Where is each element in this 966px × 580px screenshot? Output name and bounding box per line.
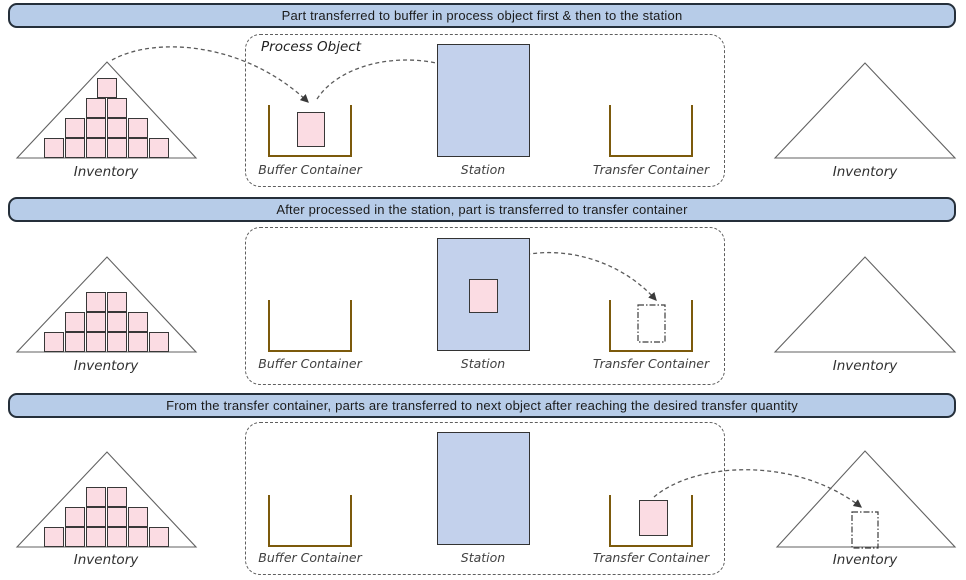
step3-banner-text: From the transfer container, parts are t… [166,398,798,413]
step1-part-in-buffer [297,112,325,147]
step1-process-object-frame [245,34,725,187]
part-box [44,527,64,547]
part-box [149,527,169,547]
step1-buffer-label: Buffer Container [258,162,362,177]
part-box [86,312,106,332]
ghost-part-outline-inventory [851,511,879,549]
step2-left-inventory-label: Inventory [73,358,139,374]
part-box [65,138,85,158]
inventory-part-row [65,118,148,138]
step2-right-inventory-label: Inventory [832,358,898,374]
part-box [86,292,106,312]
step3-transfer-label: Transfer Container [592,550,710,565]
step2-banner: After processed in the station, part is … [8,197,956,222]
step3-station-label: Station [460,550,506,565]
step3-station [437,432,530,545]
inventory-part-row [65,507,148,527]
step3-transfer-container [609,495,693,547]
step1-transfer-container [609,105,693,157]
part-box [107,118,127,138]
step3-right-inventory-label: Inventory [832,552,898,568]
inventory-triangle [773,256,957,353]
part-box [107,98,127,118]
part-box [107,527,127,547]
step2-transfer-container [609,300,693,352]
inventory-part-row [86,292,127,312]
inventory-triangle [773,62,957,159]
part-box [107,292,127,312]
step2-buffer-container [268,300,352,352]
inventory-part-row [44,527,169,547]
part-box [128,138,148,158]
step1-right-inventory-label: Inventory [832,164,898,180]
part-box [86,507,106,527]
step1-station [437,44,530,157]
part-box [44,332,64,352]
part-box [86,487,106,507]
step3-part-in-transfer [639,500,668,536]
step2-station-label: Station [460,356,506,371]
step2-left-inventory-stack [17,291,196,352]
part-box [86,527,106,547]
part-box [149,332,169,352]
inventory-part-row [96,78,117,98]
part-box [128,332,148,352]
step2-buffer-label: Buffer Container [258,356,362,371]
step1-process-object-label: Process Object [261,39,362,55]
inventory-part-row [65,312,148,332]
part-box [107,507,127,527]
step3-banner: From the transfer container, parts are t… [8,393,956,418]
step1-station-label: Station [460,162,506,177]
step3-left-inventory-label: Inventory [73,552,139,568]
part-box [65,527,85,547]
part-box [107,312,127,332]
part-box [65,507,85,527]
step2-part-in-station [469,279,498,313]
step1-left-inventory-label: Inventory [73,164,139,180]
step1-transfer-label: Transfer Container [592,162,710,177]
part-box [86,138,106,158]
part-box [128,312,148,332]
step1-buffer-container [268,105,352,157]
step1-banner-text: Part transferred to buffer in process ob… [281,8,683,23]
inventory-part-row [44,332,169,352]
part-box [107,138,127,158]
part-box [128,507,148,527]
part-box [107,487,127,507]
inventory-triangle [775,450,957,548]
part-box [128,118,148,138]
part-box [86,118,106,138]
part-box [96,78,117,98]
part-box [65,332,85,352]
step2-banner-text: After processed in the station, part is … [276,202,688,217]
inventory-part-row [44,138,169,158]
step1-left-inventory-stack [17,77,196,158]
part-box [44,138,64,158]
step3-left-inventory-stack [17,486,196,547]
step2-transfer-label: Transfer Container [592,356,710,371]
step1-banner: Part transferred to buffer in process ob… [8,3,956,28]
part-box [86,98,106,118]
step3-buffer-label: Buffer Container [258,550,362,565]
part-box [149,138,169,158]
part-box [128,527,148,547]
part-box [107,332,127,352]
step2-process-object-frame [245,227,725,385]
inventory-part-row [86,487,127,507]
part-box [86,332,106,352]
part-box [65,118,85,138]
part-box [65,312,85,332]
inventory-part-row [86,98,127,118]
step3-process-object-frame [245,422,725,575]
step3-buffer-container [268,495,352,547]
